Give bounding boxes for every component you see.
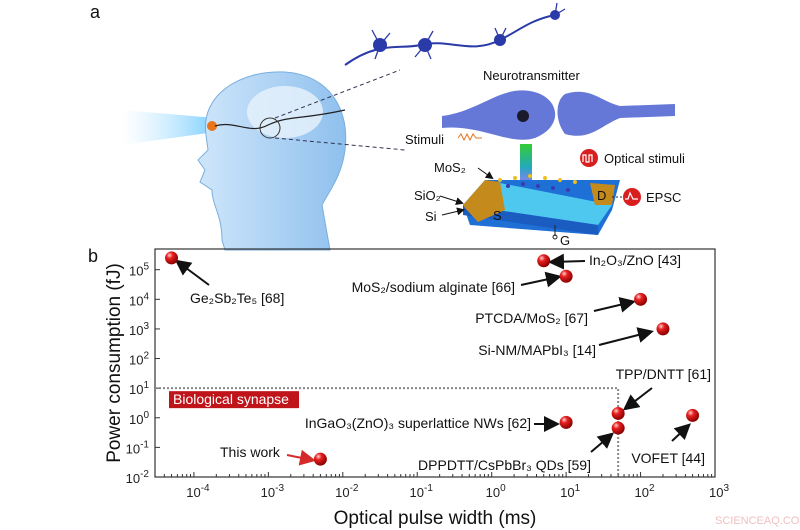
synapse-illustration	[442, 90, 675, 140]
si-label: Si	[425, 209, 437, 224]
plot-frame	[154, 248, 716, 478]
y-tick-label: 103	[129, 321, 149, 338]
x-tick-label: 10-4	[186, 483, 210, 500]
point-label: InGaO₃(ZnO)₃ superlattice NWs [62]	[305, 415, 531, 431]
data-point	[165, 251, 179, 265]
annotation-arrow	[590, 432, 615, 453]
y-tick-label: 101	[129, 380, 149, 397]
annotation-arrow	[520, 271, 562, 288]
y-tick-label: 10-1	[126, 439, 150, 456]
point-label: VOFET [44]	[631, 450, 705, 466]
x-tick-label: 103	[709, 483, 729, 500]
annotation-arrow	[598, 327, 654, 346]
data-point	[656, 322, 670, 336]
x-tick-label: 10-3	[261, 483, 285, 500]
epsc-label: EPSC	[646, 190, 681, 205]
annotation-arrow	[593, 296, 636, 313]
data-point	[537, 254, 551, 268]
panel-b-label: b	[88, 246, 98, 266]
drain-label: D	[597, 188, 606, 203]
panel-a-label: a	[90, 2, 101, 22]
scatter-chart: 10-4 10-3 10-2 10-1 100 101 102 103 10-2 10-1 100 1…	[104, 248, 729, 529]
source-label: S	[493, 208, 502, 223]
this-work-label: This work	[220, 444, 281, 460]
this-work-point	[313, 452, 327, 466]
data-point	[634, 292, 648, 306]
y-axis-title: Power consumption (fJ)	[104, 263, 125, 463]
point-label: DPPDTT/CsPbBr₃ QDs [59]	[418, 457, 591, 473]
optical-stimuli-label: Optical stimuli	[604, 151, 685, 166]
stimuli-wave-icon	[457, 132, 482, 142]
device-illustration	[463, 144, 620, 240]
neurotransmitter-label: Neurotransmitter	[483, 68, 580, 83]
data-point	[686, 408, 700, 422]
optical-stimuli-icon	[580, 149, 598, 167]
data-point	[559, 415, 573, 429]
annotation-arrow	[174, 259, 210, 286]
y-tick-label: 105	[129, 262, 149, 279]
x-tick-label: 101	[560, 483, 580, 500]
point-label: Si-NM/MAPbI₃ [14]	[478, 342, 596, 358]
point-label: Ge₂Sb₂Te₅ [68]	[190, 290, 284, 306]
point-label: In₂O₃/ZnO [43]	[589, 252, 681, 268]
point-label: PTCDA/MoS₂ [67]	[475, 310, 588, 326]
y-tick-label: 100	[129, 410, 149, 427]
annotation-arrow	[671, 423, 691, 442]
annotation-arrow	[548, 253, 586, 270]
point-label: MoS₂/sodium alginate [66]	[352, 279, 515, 295]
human-head-illustration	[197, 69, 406, 251]
mos2-label: MoS₂	[434, 160, 466, 175]
y-tick-label: 102	[129, 351, 149, 368]
point-label: TPP/DNTT [61]	[616, 366, 711, 382]
y-tick-label: 104	[129, 291, 149, 308]
watermark: SCIENCEAQ.COM	[715, 515, 800, 527]
x-tick-label: 10-2	[335, 483, 359, 500]
y-tick-label: 10-2	[126, 469, 150, 486]
biological-synapse-label: Biological synapse	[173, 391, 289, 407]
annotation-arrow	[286, 449, 316, 466]
stimuli-label: Stimuli	[405, 132, 444, 147]
epsc-icon	[623, 188, 641, 206]
gate-label: G	[560, 233, 570, 248]
light-beam-illustration	[122, 110, 215, 145]
data-point	[611, 421, 625, 435]
x-axis-title: Optical pulse width (ms)	[334, 508, 537, 529]
data-point	[611, 406, 625, 420]
biological-synapse-box	[169, 391, 299, 409]
x-tick-label: 102	[635, 483, 655, 500]
data-point	[559, 269, 573, 283]
sio2-label: SiO₂	[414, 188, 441, 203]
x-tick-label: 10-1	[410, 483, 434, 500]
neuron-illustration	[344, 2, 566, 66]
annotation-arrow	[622, 387, 653, 411]
x-tick-label: 100	[486, 483, 506, 500]
